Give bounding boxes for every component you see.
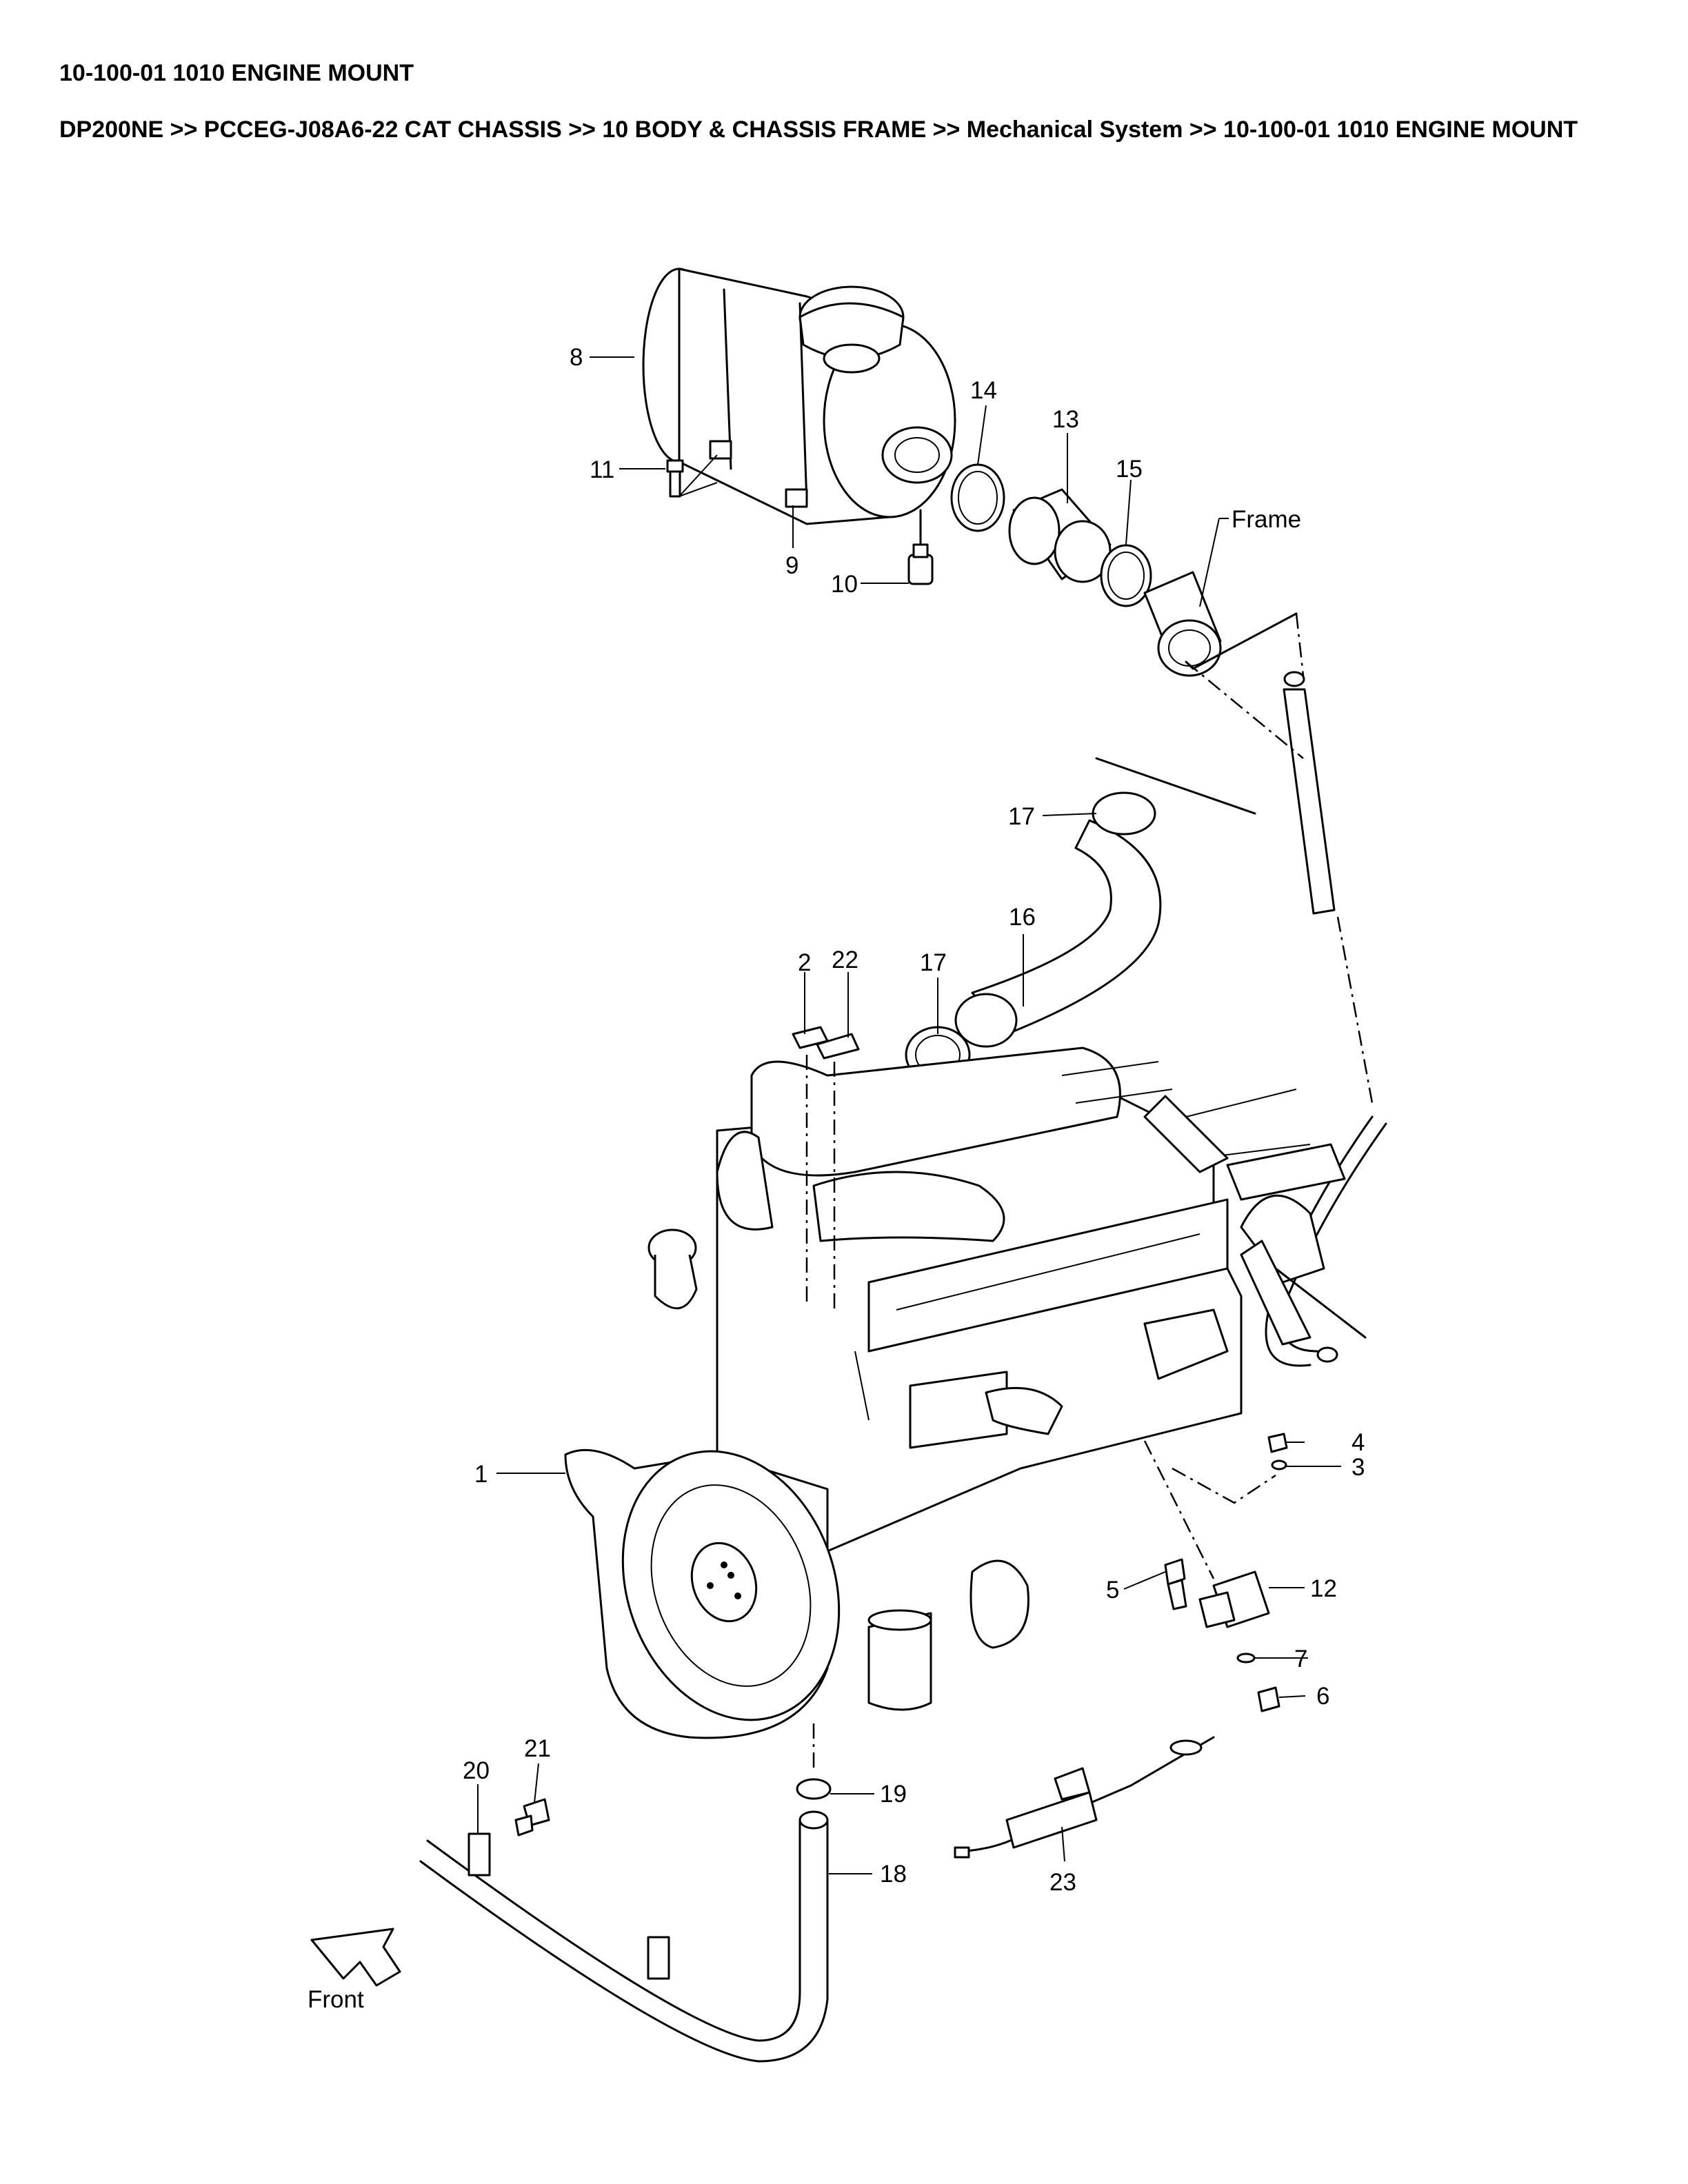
air-cleaner-drawing [642,267,956,553]
part-label-7: 7 [1294,1646,1307,1672]
bolt-11-drawing [666,459,684,498]
oil-filter-drawing [867,1559,1029,1711]
intake-hose-16-drawing [905,791,1162,1084]
part-label-12: 12 [1310,1575,1337,1602]
cable-23-drawing [954,1736,1215,1859]
breadcrumb: DP200NE >> PCCEG-J08A6-22 CAT CHASSIS >>… [59,117,1578,143]
frame-label: Frame [1232,506,1301,533]
part-label-10: 10 [831,571,858,598]
part-label-21: 21 [524,1735,551,1762]
part-label-16: 16 [1009,904,1036,931]
leader-lines [477,356,1341,1874]
part-label-22: 22 [832,947,858,973]
part-label-14: 14 [970,377,997,404]
part-label-9: 9 [785,552,798,579]
part-label-1: 1 [474,1461,488,1488]
part-label-8: 8 [570,344,583,371]
part-label-11: 11 [590,456,614,483]
part-labels: 8 11 9 10 14 13 15 Frame 17 16 2 22 17 1… [308,344,1365,2013]
cooling-fan-drawing [1143,1095,1346,1346]
part-label-2: 2 [798,949,811,976]
part-label-20: 20 [463,1757,490,1784]
part-label-5: 5 [1106,1577,1119,1604]
lower-hose-drawing [419,1723,832,2063]
part-label-15: 15 [1116,456,1143,483]
frame-reference-lines [1095,612,1374,1339]
breather-pipe-drawing [1265,671,1387,1367]
part-label-23: 23 [1049,1869,1076,1896]
front-label: Front [308,1986,364,2013]
front-arrow-icon [310,1928,401,1987]
engine-drawing [647,1046,1325,1553]
part-label-17a: 17 [1008,803,1035,830]
part-label-19: 19 [880,1781,907,1808]
part-label-17b: 17 [920,949,947,976]
engine-mount-bracket-drawing [1143,1433,1288,1712]
part-label-4: 4 [1352,1429,1365,1456]
clamps-and-hose-drawing [950,463,1222,677]
part-label-13: 13 [1052,406,1079,433]
part-label-18: 18 [880,1861,907,1888]
part-label-3: 3 [1352,1454,1365,1481]
flywheel-housing-drawing [564,1448,841,1739]
page-title: 10-100-01 1010 ENGINE MOUNT [59,60,414,86]
part-label-6: 6 [1316,1683,1329,1710]
caution-plates-drawing [792,1026,860,1310]
fitting-10-drawing [907,543,934,585]
